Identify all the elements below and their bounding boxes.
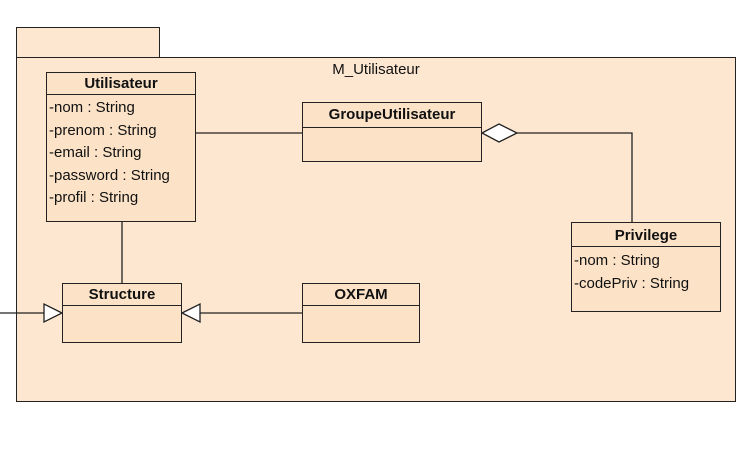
class-name: Structure <box>63 284 181 306</box>
attribute-list: -nom : String -codePriv : String <box>572 247 720 295</box>
class-structure[interactable]: Structure <box>62 283 182 343</box>
generalization-arrowhead-external <box>43 302 64 324</box>
attribute: -password : String <box>49 166 170 184</box>
attribute-list: -nom : String -prenom : String -email : … <box>47 95 195 210</box>
class-name: Privilege <box>572 223 720 247</box>
attribute: -email : String <box>49 144 142 161</box>
aggregation-privilege-groupe <box>517 132 633 222</box>
class-utilisateur[interactable]: Utilisateur -nom : String -prenom : Stri… <box>46 72 196 222</box>
attribute: -codePriv : String <box>574 274 690 292</box>
class-groupeutilisateur[interactable]: GroupeUtilisateur <box>302 102 482 162</box>
generalization-arrowhead-oxfam <box>180 302 201 324</box>
class-name: GroupeUtilisateur <box>303 103 481 128</box>
attribute: -profil : String <box>49 189 139 206</box>
class-name: Utilisateur <box>47 73 195 95</box>
aggregation-diamond <box>480 123 519 143</box>
class-privilege[interactable]: Privilege -nom : String -codePriv : Stri… <box>571 222 721 312</box>
attribute: -nom : String <box>49 99 135 116</box>
attribute: -prenom : String <box>49 121 157 139</box>
package-name: M_Utilisateur <box>332 61 420 78</box>
class-name: OXFAM <box>303 284 419 306</box>
attribute: -nom : String <box>574 252 660 269</box>
class-oxfam[interactable]: OXFAM <box>302 283 420 343</box>
